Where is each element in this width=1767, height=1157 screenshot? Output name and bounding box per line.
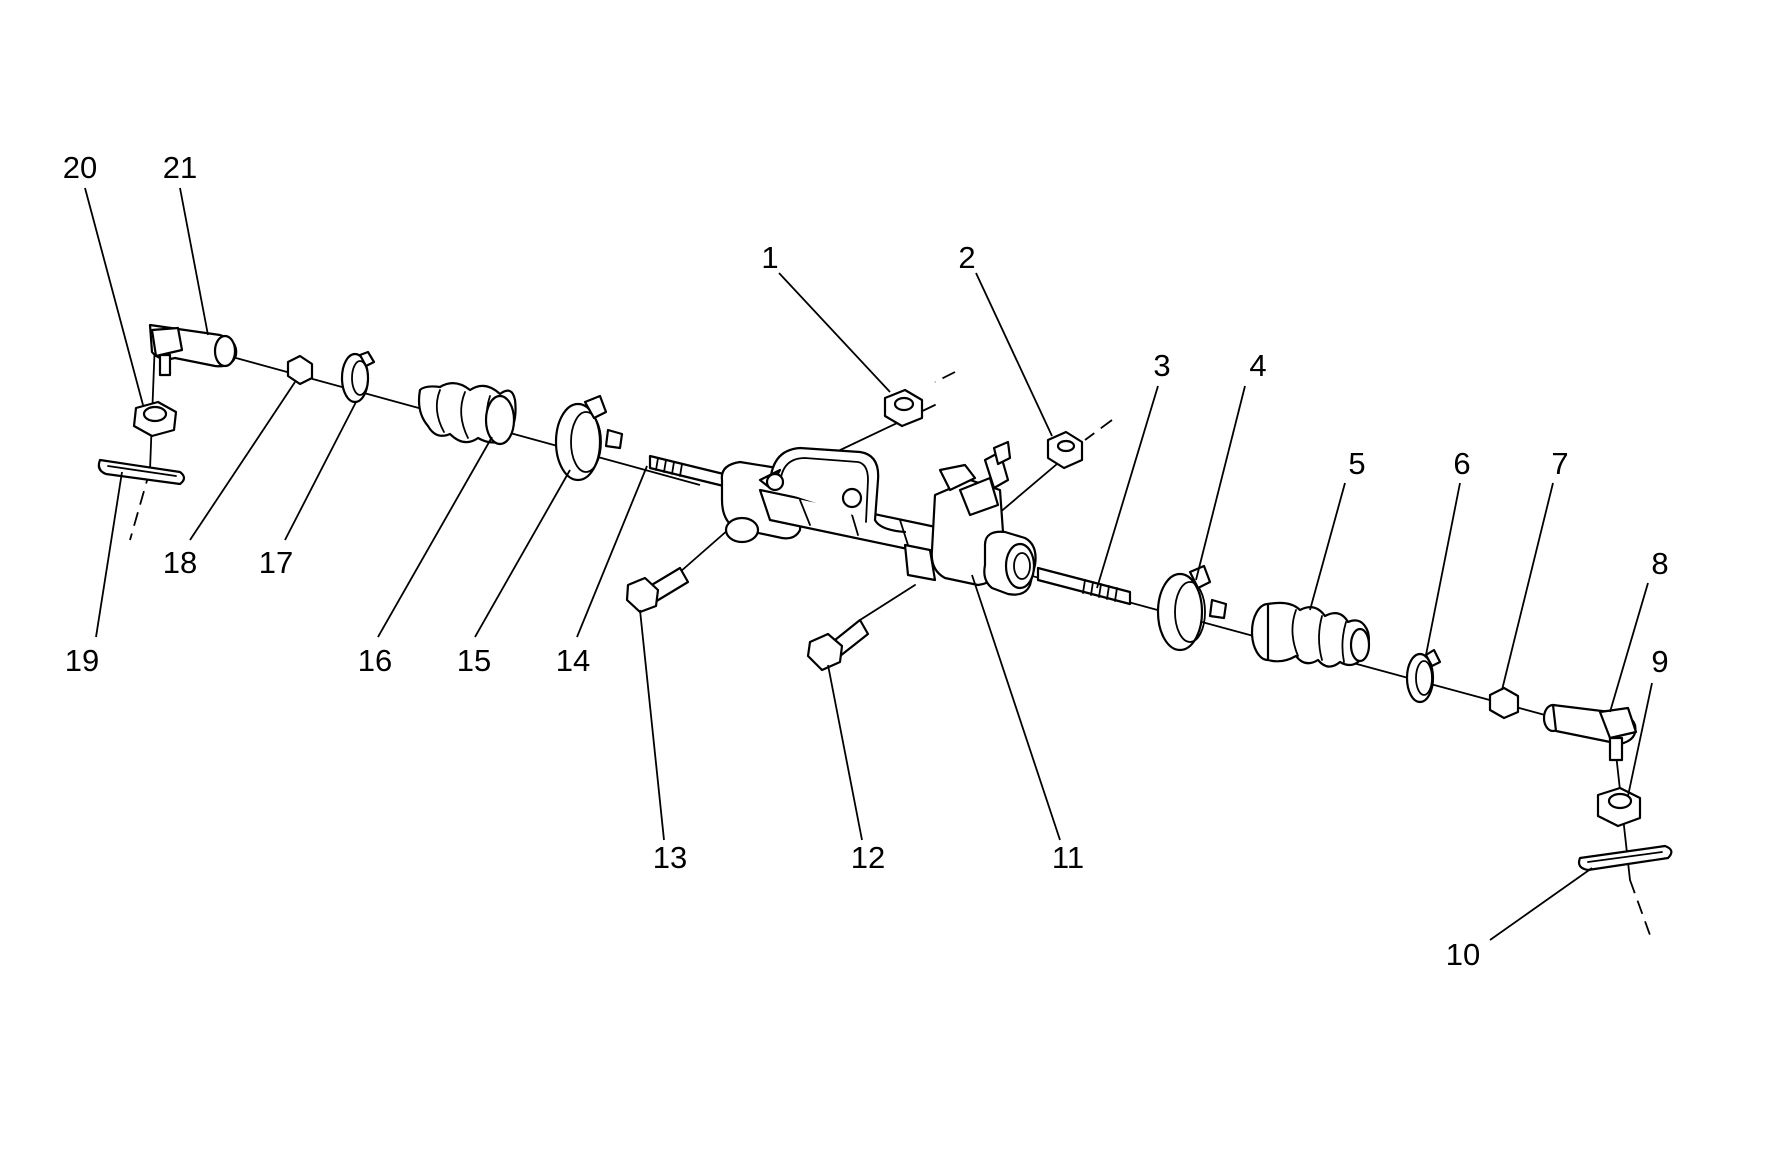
callout-2: 2 [958, 240, 975, 275]
callout-12: 12 [851, 840, 885, 875]
rack-boot-right [1250, 601, 1371, 668]
callout-5: 5 [1348, 446, 1365, 481]
gear-mounting-bolt-12 [806, 618, 870, 672]
gear-mounting-bolt-13 [625, 566, 690, 614]
callout-7: 7 [1551, 446, 1568, 481]
callout-20: 20 [63, 150, 97, 185]
callout-15: 15 [457, 643, 491, 678]
cotter-pin-left [97, 458, 186, 486]
castle-nut-left [132, 400, 178, 438]
callout-16: 16 [358, 643, 392, 678]
callout-9: 9 [1651, 644, 1668, 679]
callout-10: 10 [1446, 937, 1480, 972]
rack-boot-left [417, 382, 517, 446]
outer-tie-rod-end-right [1542, 703, 1638, 762]
callout-17: 17 [259, 545, 293, 580]
callout-18: 18 [163, 545, 197, 580]
callout-6: 6 [1453, 446, 1470, 481]
castle-nut-right [1596, 786, 1642, 828]
gear-mounting-nut-1 [883, 388, 924, 428]
callout-13: 13 [653, 840, 687, 875]
leader-lines [84, 187, 1653, 941]
boot-clamp-large-left [554, 394, 624, 482]
cotter-pin-right [1577, 844, 1673, 872]
callout-21: 21 [163, 150, 197, 185]
gear-mounting-nut-2 [1046, 430, 1084, 470]
callout-19: 19 [65, 643, 99, 678]
outer-tie-rod-end-left [148, 323, 238, 377]
jam-nut-right [1488, 686, 1520, 720]
inner-tie-rod-right [1036, 566, 1132, 606]
steering-gear-housing [720, 440, 1037, 596]
jam-nut-left [286, 354, 314, 386]
callout-14: 14 [556, 643, 590, 678]
callout-8: 8 [1651, 546, 1668, 581]
callout-labels: 1 2 3 4 5 6 7 8 9 10 11 12 13 14 15 16 1… [63, 150, 1669, 972]
callout-11: 11 [1052, 840, 1084, 875]
callout-4: 4 [1249, 348, 1266, 383]
boot-clamp-large-right [1156, 564, 1228, 652]
assembly-axis [129, 339, 1651, 936]
callout-3: 3 [1153, 348, 1170, 383]
callout-1: 1 [761, 240, 778, 275]
boot-clamp-small-right [1405, 648, 1442, 704]
